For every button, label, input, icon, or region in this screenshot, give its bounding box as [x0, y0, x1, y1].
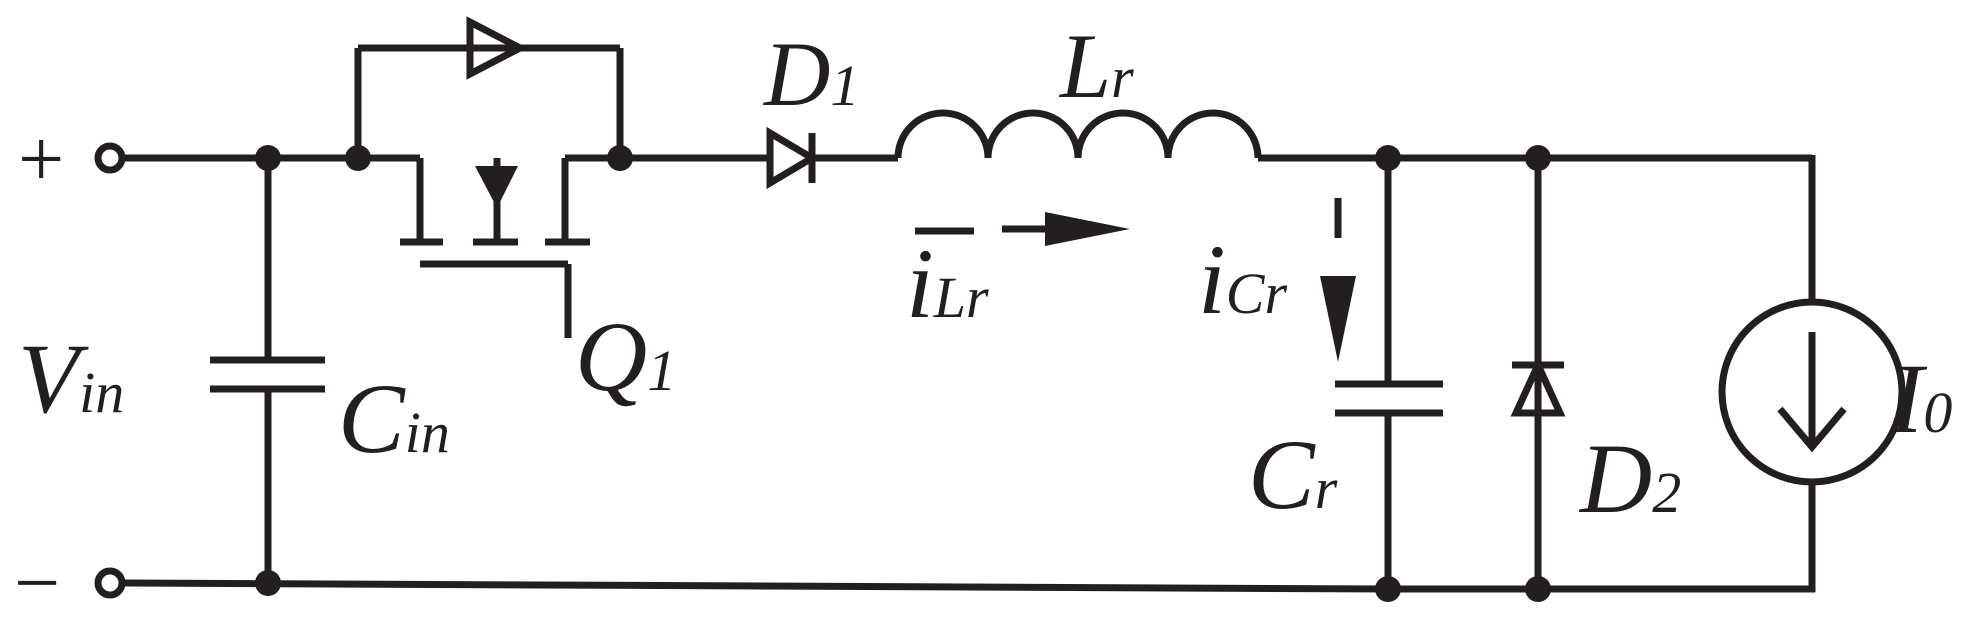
label-d1: D1	[762, 23, 859, 125]
negative-input-terminal: −	[14, 537, 126, 621]
minus-sign: −	[14, 537, 60, 621]
label-vin: Vin	[18, 323, 124, 434]
body-diode	[466, 16, 528, 80]
label-lr: Lr	[1058, 15, 1134, 117]
plus-sign: +	[18, 113, 64, 204]
label-i0: I0	[1889, 343, 1952, 454]
label-q1: Q1	[575, 301, 676, 412]
label-cin: Cin	[338, 363, 450, 474]
resonant-capacitor-cr	[1335, 158, 1443, 589]
current-source-i0	[1718, 298, 1906, 486]
input-capacitor-cin	[210, 158, 325, 583]
mosfet-q1	[354, 44, 624, 338]
mosfet-body-arrow-icon	[475, 166, 518, 208]
label-ilr: iLr	[906, 228, 989, 339]
inductor-lr	[894, 109, 1262, 159]
label-d2: D2	[1578, 423, 1681, 534]
icr-direction-arrow	[915, 198, 1356, 362]
label-icr: iCr	[1198, 224, 1287, 335]
ilr-direction-arrow	[1002, 212, 1130, 246]
label-cr: Cr	[1248, 419, 1338, 530]
positive-input-terminal: +	[18, 113, 126, 204]
diode-d2	[1510, 158, 1566, 589]
diode-d1	[766, 126, 819, 190]
bottom-wire	[121, 482, 1816, 593]
junction-dots	[255, 145, 1551, 602]
